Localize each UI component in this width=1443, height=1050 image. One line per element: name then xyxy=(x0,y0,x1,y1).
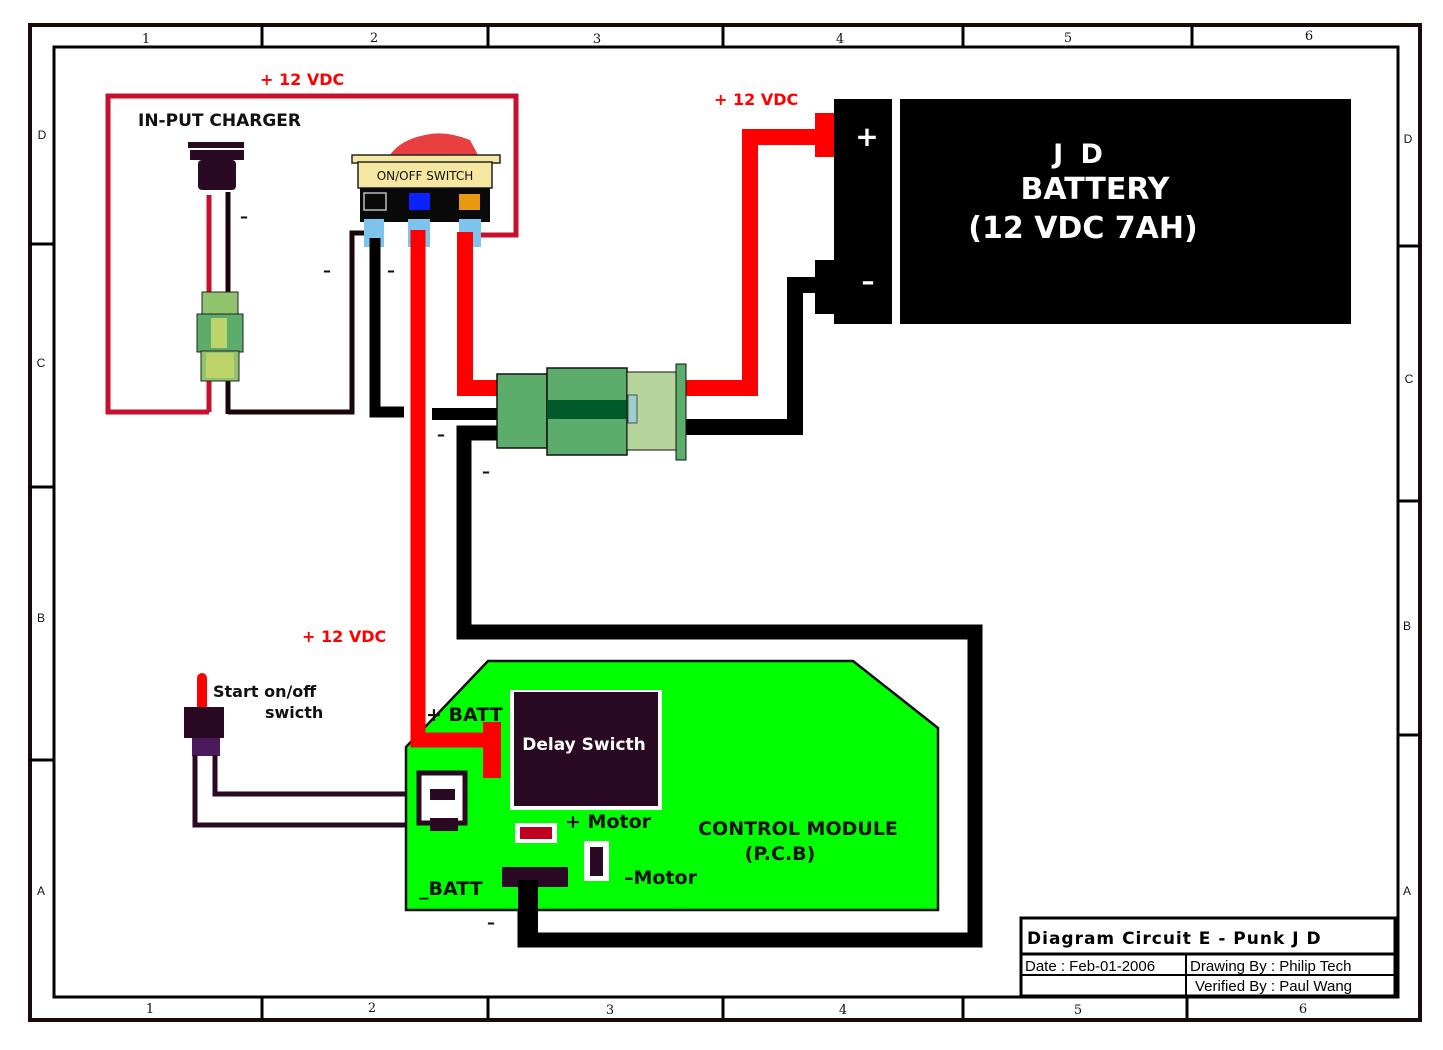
input-charger-label: IN-PUT CHARGER xyxy=(138,111,301,131)
start-switch-label-line1: Start on/off xyxy=(213,682,317,701)
charger-vdc-label: + 12 VDC xyxy=(260,70,344,89)
row-label-left: C xyxy=(37,356,46,370)
negative-mark: – xyxy=(323,261,331,280)
charger-section: + 12 VDC IN-PUT CHARGER – – xyxy=(105,70,519,415)
negative-mark: – xyxy=(387,261,395,280)
pcb-label: (P.C.B) xyxy=(745,843,816,865)
module-vdc-label: + 12 VDC xyxy=(302,627,386,646)
delay-switch-label: Delay Swicth xyxy=(522,735,646,755)
battery-minus-sign: – xyxy=(862,267,875,297)
positive-wire-connector-to-battery xyxy=(684,129,820,396)
motor-minus-pad xyxy=(590,847,603,876)
row-label-left: B xyxy=(37,611,45,625)
row-label-left: A xyxy=(37,884,45,898)
connector-pin xyxy=(430,818,458,831)
battery-plus-sign: + xyxy=(855,120,878,153)
terminal-blue-indicator xyxy=(409,193,430,210)
motor-plus-pad xyxy=(520,827,552,839)
start-switch-wire-1 xyxy=(212,755,435,797)
positive-wire-on-pcb xyxy=(410,700,500,748)
negative-mark: – xyxy=(487,913,495,932)
outer-border xyxy=(28,23,1422,1022)
batt-plus-pad xyxy=(483,722,501,778)
charger-negative-wire xyxy=(228,230,382,415)
negative-mark: – xyxy=(240,207,248,226)
col-label-top: 6 xyxy=(1305,29,1313,44)
start-switch-label-line2: swicth xyxy=(265,703,323,722)
negative-mark: – xyxy=(482,462,490,481)
row-label-right: C xyxy=(1405,372,1414,386)
battery-terminal-side xyxy=(834,99,892,324)
start-switch-wire-2 xyxy=(192,755,435,828)
battery-body xyxy=(900,99,1351,324)
col-label-top: 5 xyxy=(1064,31,1072,46)
col-label-top: 1 xyxy=(142,32,150,47)
col-label-top: 4 xyxy=(836,32,844,47)
control-module-pcb: + 12 VDC + BATT Delay Swicth + Motor –Mo… xyxy=(302,627,940,946)
negative-wire-switch xyxy=(369,238,404,418)
col-label-top: 2 xyxy=(370,31,378,46)
title-block: Diagram Circuit E - Punk J D Date : Feb-… xyxy=(1019,916,1397,998)
battery: + 12 VDC + – J D BATTERY (12 VDC 7AH) xyxy=(714,90,1351,324)
charger-plug-icon xyxy=(188,142,244,190)
row-label-left: D xyxy=(38,128,47,142)
terminal-orange-indicator xyxy=(459,194,480,210)
col-label-bottom: 2 xyxy=(368,1001,376,1016)
row-label-right: A xyxy=(1403,884,1411,898)
battery-negative-terminal-clamp xyxy=(815,260,837,314)
batt-minus-label: _BATT xyxy=(419,878,483,900)
inline-fuse-connector-icon xyxy=(496,363,687,461)
connector-pin xyxy=(430,789,455,800)
title-block-frame xyxy=(1019,916,1397,998)
col-label-bottom: 1 xyxy=(146,1002,154,1017)
batt-minus-lead xyxy=(518,880,538,946)
col-label-top: 3 xyxy=(593,32,601,47)
title-block-title: Diagram Circuit E - Punk J D xyxy=(1027,929,1322,949)
title-block-verified-by: Verified By : Paul Wang xyxy=(1195,978,1352,995)
col-label-bottom: 6 xyxy=(1299,1002,1307,1017)
battery-word: BATTERY xyxy=(1020,172,1170,207)
positive-wire-switch-to-connector xyxy=(457,232,500,396)
inner-border xyxy=(52,45,1400,999)
title-block-date: Date : Feb-01-2006 xyxy=(1025,958,1155,975)
onoff-switch-label: ON/OFF SWITCH xyxy=(377,169,474,183)
motor-minus-label: –Motor xyxy=(624,867,698,889)
batt-plus-label: + BATT xyxy=(426,704,503,726)
charger-inline-fuse-icon xyxy=(196,291,244,382)
col-label-bottom: 4 xyxy=(839,1003,847,1018)
onoff-rocker-switch[interactable]: ON/OFF SWITCH xyxy=(351,133,501,247)
negative-wire-connector-to-battery xyxy=(684,277,830,435)
col-label-bottom: 5 xyxy=(1074,1003,1082,1018)
control-module-label: CONTROL MODULE xyxy=(698,818,898,840)
col-label-bottom: 3 xyxy=(606,1003,614,1018)
motor-plus-label: + Motor xyxy=(565,811,652,833)
delay-switch xyxy=(514,692,658,806)
start-toggle-switch[interactable]: Start on/off swicth xyxy=(184,673,435,828)
drawing-frame: 1 2 3 4 5 6 1 2 3 4 5 6 D C B A D C B A xyxy=(28,23,1422,1022)
toggle-lever-icon xyxy=(197,673,207,711)
battery-vdc-label: + 12 VDC xyxy=(714,90,798,109)
row-label-right: D xyxy=(1404,132,1413,146)
rocker-cap-icon xyxy=(390,133,478,155)
negative-mark: – xyxy=(437,425,445,444)
terminal-black-indicator xyxy=(363,192,387,211)
battery-name: J D xyxy=(1051,139,1107,170)
battery-spec: (12 VDC 7AH) xyxy=(968,211,1197,246)
title-block-drawing-by: Drawing By : Philip Tech xyxy=(1190,958,1351,975)
charger-positive-loop-wire xyxy=(105,93,519,415)
row-label-right: B xyxy=(1403,619,1411,633)
